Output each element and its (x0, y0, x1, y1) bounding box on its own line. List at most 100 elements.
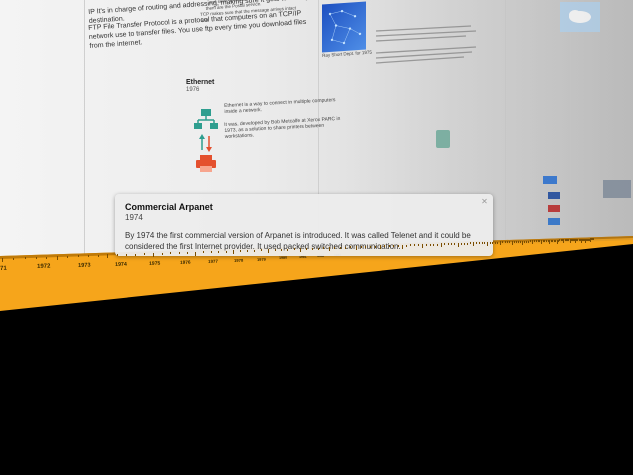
ruler-tick (393, 245, 395, 247)
ruler-tick (107, 254, 109, 259)
logo-badge (543, 176, 557, 184)
ruler-tick (350, 246, 352, 249)
ruler-tick (562, 239, 564, 242)
network-icon (194, 109, 218, 172)
year-label[interactable]: 1972 (37, 263, 51, 270)
ruler-tick (35, 256, 37, 259)
ruler-tick (588, 238, 590, 241)
ruler-tick (13, 257, 15, 260)
ruler-tick (397, 244, 399, 247)
ruler-tick (555, 239, 557, 242)
ruler-tick (581, 238, 583, 241)
ruler-tick (418, 244, 420, 247)
ruler-tick (563, 239, 565, 244)
ruler-tick (518, 240, 520, 243)
ruler-tick (542, 240, 544, 242)
ruler-tick (567, 239, 569, 242)
ruler-tick (323, 247, 325, 250)
ruler-tick (511, 241, 513, 245)
ruler-tick (144, 253, 146, 256)
year-label[interactable]: 1980 (279, 255, 288, 260)
ruler-tick (339, 246, 341, 249)
ruler-tick (422, 244, 424, 248)
ruler-tick (370, 245, 372, 248)
ruler-tick (305, 247, 307, 250)
ruler-tick (499, 241, 501, 246)
ruler-tick (463, 242, 465, 245)
ruler-tick (590, 238, 592, 241)
ruler-tick (311, 247, 313, 250)
photo-thumbnail (603, 180, 631, 198)
year-label[interactable]: 71 (0, 265, 7, 272)
year-label[interactable]: 1979 (257, 256, 266, 262)
close-icon[interactable]: ✕ (481, 197, 488, 206)
ruler-tick (560, 239, 562, 242)
year-label[interactable]: 1975 (149, 260, 161, 267)
ruler-tick (202, 251, 204, 254)
ruler-tick (537, 240, 539, 243)
ruler-tick (574, 239, 576, 241)
ruler-tick (240, 250, 242, 252)
ruler-tick (587, 238, 589, 241)
ruler-tick (469, 242, 471, 245)
ethernet-year: 1976 (186, 87, 200, 93)
ruler-tick (481, 242, 483, 244)
ruler-tick (541, 240, 542, 245)
ruler-tick (589, 238, 591, 243)
logo-badge (548, 218, 560, 225)
ruler-tick (466, 242, 468, 245)
event-popup[interactable]: Commercial Arpanet 1974 By 1974 the firs… (115, 194, 493, 256)
ruler-tick (460, 242, 462, 245)
ruler-tick (345, 246, 347, 249)
ruler-tick (546, 239, 547, 242)
ruler-tick (507, 241, 508, 244)
ruler-tick (401, 244, 403, 249)
ruler-tick (559, 239, 561, 242)
ruler-tick (520, 240, 522, 243)
ruler-tick (573, 239, 575, 241)
ruler-tick (484, 241, 486, 244)
year-label[interactable]: 1974 (115, 261, 127, 268)
year-label[interactable]: 1977 (208, 258, 218, 264)
ruler-tick (317, 247, 319, 250)
ruler-tick (153, 252, 154, 257)
ruler-tick (57, 256, 58, 261)
ruler-tick (46, 256, 48, 259)
ruler-tick (97, 254, 99, 257)
ruler-tick (472, 242, 474, 247)
ruler-tick (497, 241, 499, 244)
ruler-tick (549, 239, 551, 244)
ruler-tick (516, 240, 517, 243)
ruler-tick (569, 239, 571, 244)
ruler-tick (218, 250, 220, 253)
ruler-tick (388, 245, 390, 248)
ruler-tick (584, 238, 586, 241)
year-label[interactable]: 1976 (180, 259, 191, 265)
tree-icon (436, 130, 450, 148)
ruler-tick (287, 248, 289, 251)
ruler-tick (450, 243, 452, 245)
ruler-tick (592, 238, 593, 241)
divider (570, 0, 571, 242)
ruler-tick (582, 238, 584, 241)
year-label[interactable]: 1973 (78, 262, 91, 269)
ruler-tick (509, 241, 511, 244)
ruler-tick (440, 243, 442, 248)
ruler-tick (426, 243, 427, 246)
ruler-tick (591, 238, 593, 241)
ruler-tick (558, 239, 559, 242)
ruler-tick (530, 240, 532, 243)
ruler-tick (522, 240, 524, 245)
ruler-tick (587, 238, 588, 241)
ruler-tick (580, 238, 582, 243)
ruler-tick (334, 246, 336, 249)
up-down-arrows-icon (199, 134, 212, 152)
ruler-tick (210, 251, 212, 253)
ruler-tick (328, 247, 330, 252)
ruler-tick (575, 238, 577, 243)
ruler-tick (550, 239, 552, 242)
year-label[interactable]: 1978 (234, 257, 244, 263)
ruler-tick (556, 239, 558, 244)
ruler-tick (502, 241, 504, 244)
ruler-tick (444, 243, 446, 246)
